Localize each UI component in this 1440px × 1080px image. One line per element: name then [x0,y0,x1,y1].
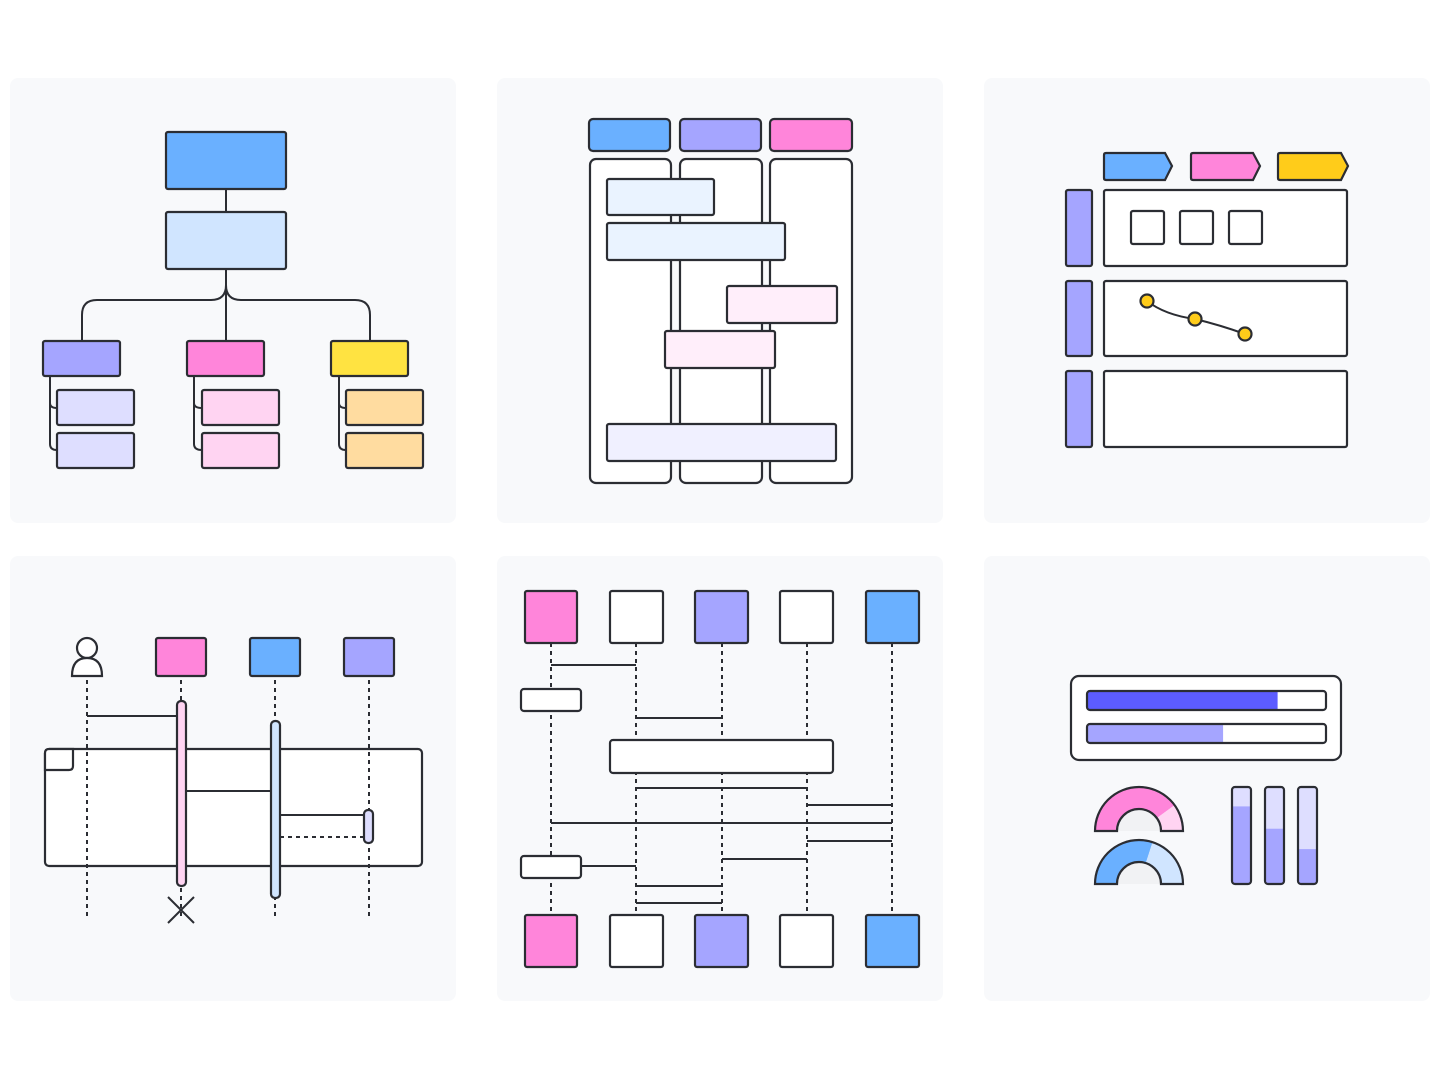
task-bar[interactable] [663,329,777,370]
note-box[interactable] [519,854,583,880]
task-bar[interactable] [605,422,838,463]
messages [551,664,892,904]
panel-background [984,556,1430,1001]
task-bar[interactable] [725,284,839,325]
tag-pink[interactable] [1189,151,1262,182]
gauge-remaining-arc [1156,805,1183,831]
participant-bottom[interactable] [778,913,835,969]
connector-lines [81,189,371,341]
sub-connectors [49,376,347,451]
lane-header-3[interactable] [768,117,854,153]
progress-card [1069,674,1343,762]
panel-background [497,556,943,1001]
participant-top[interactable] [693,589,750,645]
row-label[interactable] [1064,369,1094,449]
checkbox-square[interactable] [1227,209,1264,246]
checkbox-square[interactable] [1129,209,1166,246]
participant-purple[interactable] [342,636,396,678]
actor-icon [70,636,104,678]
participant-top[interactable] [523,589,579,645]
trend-point [1187,311,1203,327]
activation-bar[interactable] [362,808,375,845]
org-node-manager[interactable] [164,210,288,271]
org-leaf[interactable] [344,431,425,470]
vertical-bar[interactable] [1230,785,1253,886]
org-leaf[interactable] [200,431,281,470]
lane-header-2[interactable] [678,117,763,153]
gauge-center [1117,862,1161,884]
panel-org-chart[interactable] [10,78,456,523]
progress-fill [1088,692,1278,709]
progress-bar[interactable] [1085,689,1328,712]
widgets-layer [1085,689,1328,886]
vbar-fill [1232,806,1251,884]
participant-top[interactable] [864,589,921,645]
vbar-fill [1265,828,1284,884]
vertical-bar[interactable] [1263,785,1286,886]
lane-header-1[interactable] [587,117,672,153]
activation-bar[interactable] [269,719,282,900]
participant-bottom[interactable] [523,913,579,969]
panel-swimlane-gantt[interactable] [497,78,943,523]
participant-blue[interactable] [248,636,302,678]
activation-bar[interactable] [175,699,188,888]
row-card[interactable] [1102,188,1349,268]
participant-bottom[interactable] [608,913,665,969]
org-leaf[interactable] [55,388,136,427]
trend-point [1139,293,1155,309]
messages [87,715,364,816]
panel-uml-sequence[interactable] [10,556,456,1001]
tag-blue[interactable] [1102,151,1174,182]
progress-fill [1088,725,1224,742]
gauge-chart[interactable] [1093,785,1185,833]
participant-bottom[interactable] [693,913,750,969]
trend-point [1237,326,1253,342]
org-leaf[interactable] [55,431,136,470]
combined-fragment-frame[interactable] [43,747,424,868]
checkbox-square[interactable] [1178,209,1215,246]
org-node-branch-1[interactable] [41,339,122,378]
gauge-remaining-arc [1145,842,1183,884]
task-bar[interactable] [605,177,716,217]
progress-bar[interactable] [1085,722,1328,745]
gauge-value-arc [1095,839,1153,884]
gauge-center [1117,809,1161,831]
note-box-wide[interactable] [608,738,835,775]
panel-dashboard-widgets[interactable] [984,556,1430,1001]
participant-top[interactable] [778,589,835,645]
row-label[interactable] [1064,188,1094,268]
vbar-fill [1298,849,1317,884]
gauge-chart[interactable] [1093,838,1185,886]
vertical-bar[interactable] [1296,785,1319,886]
participant-pink[interactable] [154,636,208,678]
panel-sequence-grid[interactable] [497,556,943,1001]
org-leaf[interactable] [200,388,281,427]
participant-top[interactable] [608,589,665,645]
tag-yellow[interactable] [1276,151,1350,182]
participant-bottom[interactable] [864,913,921,969]
note-box[interactable] [519,687,583,713]
row-card[interactable] [1102,369,1349,449]
org-leaf[interactable] [344,388,425,427]
org-node-branch-2[interactable] [185,339,266,378]
task-bar[interactable] [605,221,787,262]
row-card[interactable] [1102,279,1349,358]
fragment-tab [43,747,75,772]
panel-dashboard-layout[interactable] [984,78,1430,523]
destroy-x-icon [167,896,195,924]
org-node-root[interactable] [164,130,288,191]
row-label[interactable] [1064,279,1094,358]
org-node-branch-3[interactable] [329,339,410,378]
lifelines [550,643,893,915]
